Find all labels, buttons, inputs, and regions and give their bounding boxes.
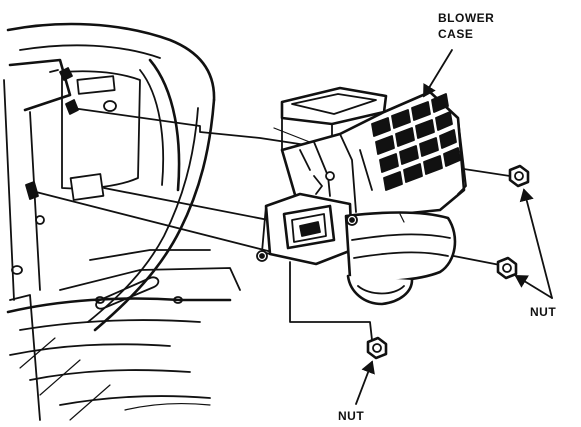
- nut-right-label: NUT: [530, 305, 556, 319]
- blower-case: [256, 86, 467, 306]
- blower-case-label-line2: CASE: [438, 27, 473, 41]
- blower-case-label-line1: BLOWER: [438, 11, 494, 25]
- blower-grille: [371, 93, 461, 191]
- nut-bottom: [366, 336, 388, 360]
- nut-bottom-label: NUT: [338, 409, 364, 423]
- callout-arrows: [355, 49, 553, 405]
- vehicle-body-panel: [3, 22, 241, 421]
- nut-lower-right: [496, 256, 518, 280]
- nut-upper-right: [508, 164, 530, 188]
